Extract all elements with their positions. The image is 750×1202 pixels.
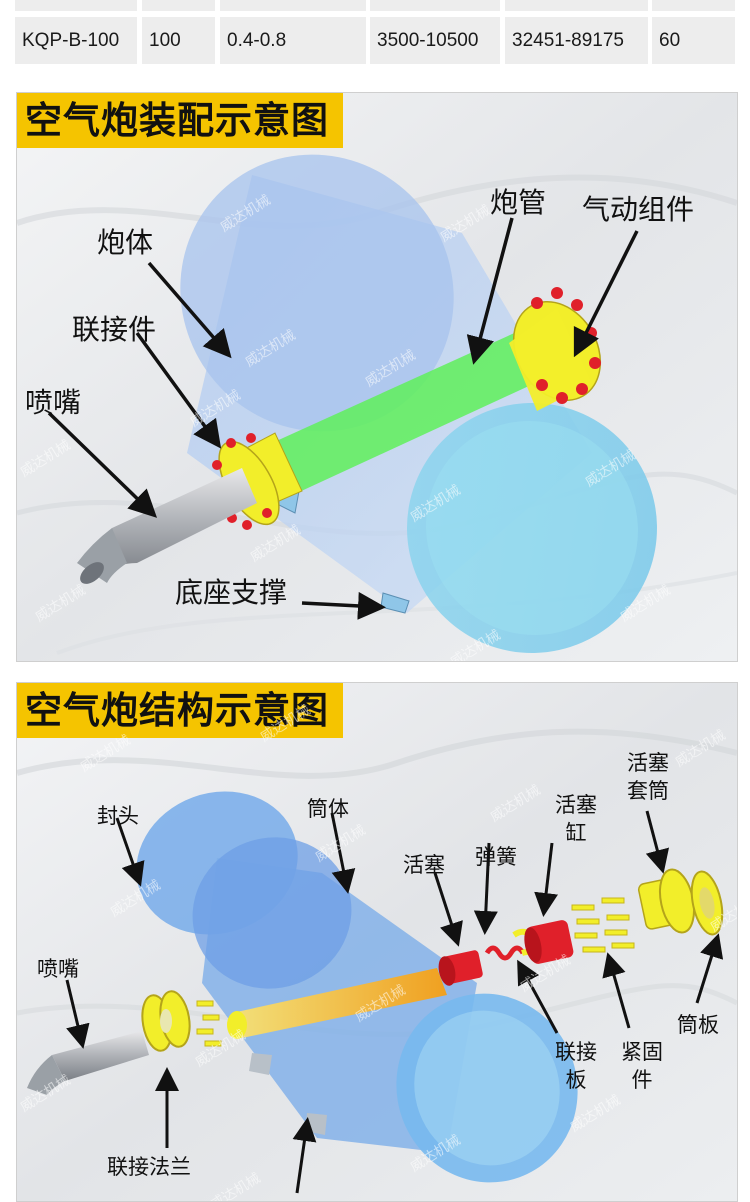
label-connect-plate: 联接 板 bbox=[555, 1038, 597, 1094]
table-cell bbox=[505, 0, 648, 11]
table-cell bbox=[15, 0, 137, 11]
label-nozzle: 喷嘴 bbox=[25, 386, 82, 419]
table-cell bbox=[652, 0, 735, 11]
table-cell bbox=[370, 0, 500, 11]
label-spring: 弹簧 bbox=[475, 845, 517, 869]
cell-pressure: 0.4-0.8 bbox=[220, 17, 366, 64]
label-piston-cylinder-line2: 缸 bbox=[565, 821, 587, 845]
label-piston-cylinder-line1: 活塞 bbox=[555, 793, 597, 817]
cell-force: 32451-89175 bbox=[505, 17, 648, 64]
table-cell bbox=[220, 0, 366, 11]
label-body: 炮体 bbox=[97, 226, 154, 259]
label-fastener-line2: 件 bbox=[631, 1068, 653, 1092]
label-piston-sleeve-line2: 套筒 bbox=[627, 779, 669, 803]
table-cell bbox=[142, 0, 215, 11]
label-connect-plate-line2: 板 bbox=[565, 1068, 587, 1092]
label-tube-body: 筒体 bbox=[307, 797, 349, 821]
label-piston-sleeve: 活塞 套筒 bbox=[627, 749, 669, 805]
label-base-support: 底座支撑 bbox=[175, 576, 288, 609]
label-cylinder-plate: 筒板 bbox=[677, 1013, 719, 1037]
label-fastener-line1: 紧固 bbox=[621, 1040, 663, 1064]
label-piston-sleeve-line1: 活塞 bbox=[627, 751, 669, 775]
cell-impact: 3500-10500 bbox=[370, 17, 500, 64]
structure-title: 空气炮结构示意图 bbox=[17, 683, 343, 738]
label-nozzle: 喷嘴 bbox=[37, 957, 79, 981]
label-barrel: 炮管 bbox=[490, 186, 547, 219]
label-head: 封头 bbox=[97, 804, 139, 828]
assembly-title: 空气炮装配示意图 bbox=[17, 93, 343, 148]
label-connector: 联接件 bbox=[72, 313, 157, 346]
label-connect-plate-line1: 联接 bbox=[555, 1040, 597, 1064]
spec-table: KQP-B-100 100 0.4-0.8 3500-10500 32451-8… bbox=[0, 0, 750, 72]
label-piston-cylinder: 活塞 缸 bbox=[555, 791, 597, 847]
cell-model: KQP-B-100 bbox=[15, 17, 137, 64]
label-piston: 活塞 bbox=[403, 853, 445, 877]
structure-panel: 空气炮结构示意图 封头 筒体 活塞 弹簧 活塞 缸 活塞 套筒 喷嘴 联接法兰 … bbox=[16, 682, 738, 1202]
label-pneumatic: 气动组件 bbox=[582, 193, 695, 226]
structure-illustration bbox=[17, 683, 737, 1201]
cell-diameter: 100 bbox=[142, 17, 215, 64]
label-flange: 联接法兰 bbox=[107, 1155, 191, 1179]
assembly-illustration bbox=[17, 93, 737, 661]
label-fastener: 紧固 件 bbox=[621, 1038, 663, 1094]
assembly-panel: 空气炮装配示意图 炮体 联接件 喷嘴 炮管 气动组件 底座支撑 威达机械 威达机… bbox=[16, 92, 738, 662]
cell-last: 60 bbox=[652, 17, 735, 64]
